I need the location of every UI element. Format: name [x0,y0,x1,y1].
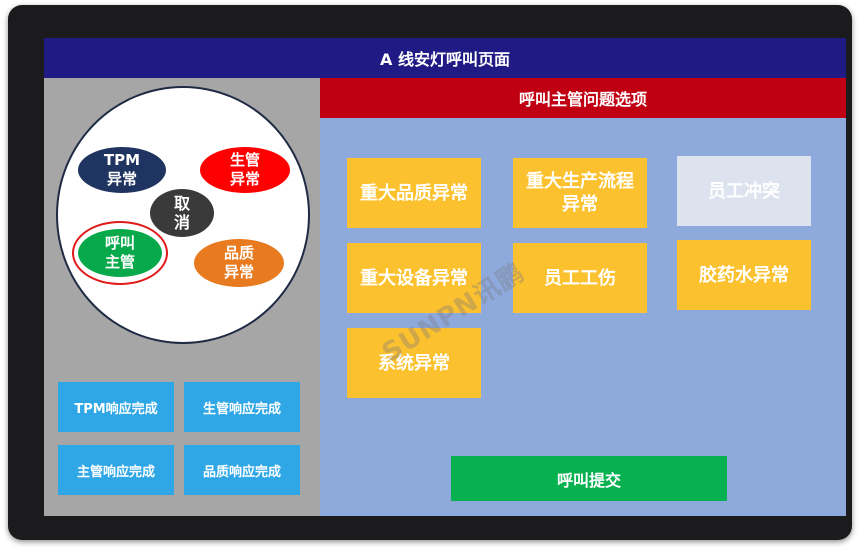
option-employee-conflict[interactable]: 员工冲突 [677,156,811,226]
device-frame: A 线安灯呼叫页面 TPM 异常 生管 异常 取 [8,5,852,540]
supervisor-response-complete-button[interactable]: 主管响应完成 [58,445,174,495]
right-panel: 呼叫主管问题选项 重大品质异常 重大生产流程异常 员工冲突 重大设备异常 员工工… [320,78,846,516]
call-selector-circle: TPM 异常 生管 异常 取 消 [56,86,310,344]
tpm-exception-button[interactable]: TPM 异常 [78,147,166,193]
production-exception-label-2: 异常 [229,170,260,188]
options-header: 呼叫主管问题选项 [320,78,846,118]
call-supervisor-button[interactable]: 呼叫 主管 [72,221,168,285]
option-glue-chemical-exception[interactable]: 胶药水异常 [677,240,811,310]
option-major-quality-exception[interactable]: 重大品质异常 [347,158,481,228]
cancel-label-2: 消 [173,213,190,232]
call-supervisor-label-1: 呼叫 [104,234,135,252]
cancel-label-1: 取 [173,194,190,213]
option-major-equipment-exception[interactable]: 重大设备异常 [347,243,481,313]
quality-response-complete-button[interactable]: 品质响应完成 [184,445,300,495]
quality-exception-label-1: 品质 [223,244,254,262]
tpm-response-complete-button[interactable]: TPM响应完成 [58,382,174,432]
production-exception-button[interactable]: 生管 异常 [200,147,290,193]
production-exception-label-1: 生管 [229,151,260,169]
production-response-complete-button[interactable]: 生管响应完成 [184,382,300,432]
cancel-button[interactable]: 取 消 [150,189,214,237]
call-submit-button[interactable]: 呼叫提交 [451,456,727,501]
tpm-exception-label-1: TPM [103,151,141,169]
option-system-exception[interactable]: 系统异常 [347,328,481,398]
call-supervisor-fill: 呼叫 主管 [78,229,162,277]
option-major-production-process-exception[interactable]: 重大生产流程异常 [513,158,647,228]
screen: A 线安灯呼叫页面 TPM 异常 生管 异常 取 [44,38,846,516]
call-supervisor-label-2: 主管 [104,253,135,271]
quality-exception-button[interactable]: 品质 异常 [194,239,284,287]
tpm-exception-label-2: 异常 [106,170,137,188]
left-panel: TPM 异常 生管 异常 取 消 [44,78,320,516]
option-employee-injury[interactable]: 员工工伤 [513,243,647,313]
quality-exception-label-2: 异常 [223,263,254,281]
page-title: A 线安灯呼叫页面 [44,38,846,78]
